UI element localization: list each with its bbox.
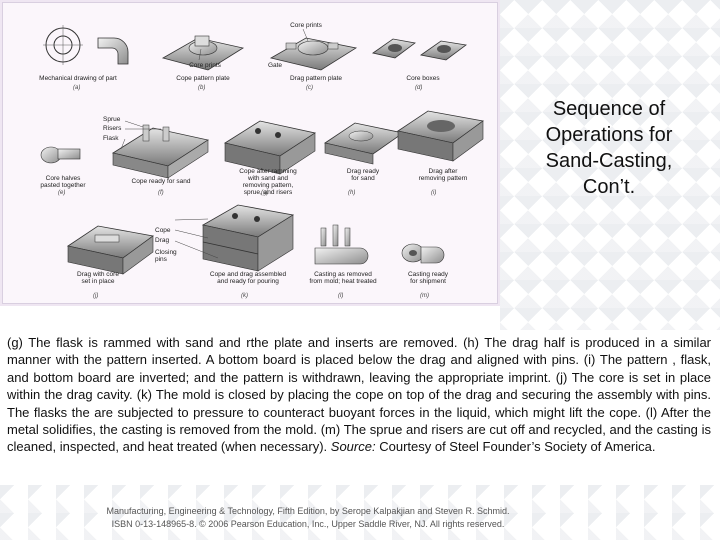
- label-l: Casting as removed from mold; heat treat…: [303, 271, 383, 285]
- letter-h: (h): [348, 190, 355, 196]
- label-j: Drag with core set in place: [63, 271, 133, 285]
- letter-l: (l): [338, 293, 343, 299]
- part-drawing-a: [43, 25, 128, 65]
- drag-removed-i: [398, 111, 483, 161]
- letter-d: (d): [415, 85, 422, 91]
- cope-rammed-g: [225, 121, 315, 174]
- label-c: Drag pattern plate: [271, 75, 361, 82]
- label-c-core-prints: Core prints: [286, 22, 326, 29]
- caption-body: (g) The flask is rammed with sand and rt…: [7, 335, 711, 454]
- core-halves-e: [41, 147, 80, 163]
- core-boxes-d: [373, 39, 466, 60]
- footer: Manufacturing, Engineering & Technology,…: [58, 505, 558, 531]
- letter-a: (a): [73, 85, 80, 91]
- letter-g: (g): [261, 190, 268, 196]
- label-b: Cope pattern plate: [158, 75, 248, 82]
- label-i: Drag after removing pattern: [413, 168, 473, 182]
- letter-m: (m): [420, 293, 429, 299]
- title-line-2: Operations for: [498, 122, 720, 148]
- title-line-4: Con’t.: [498, 174, 720, 200]
- slide-title: Sequence of Operations for Sand-Casting,…: [498, 96, 720, 200]
- caption-source-label: Source:: [331, 439, 376, 454]
- footer-line-1: Manufacturing, Engineering & Technology,…: [58, 505, 558, 518]
- label-c-gate: Gate: [265, 62, 285, 69]
- letter-e: (e): [58, 190, 65, 196]
- label-k: Cope and drag assembled and ready for po…: [198, 271, 298, 285]
- label-k-cope: Cope: [155, 227, 185, 234]
- letter-j: (j): [93, 293, 98, 299]
- title-line-3: Sand-Casting,: [498, 148, 720, 174]
- drag-ready-h: [325, 123, 403, 164]
- figure-illustrations: [3, 3, 497, 303]
- sand-casting-figure: Mechanical drawing of part Cope pattern …: [2, 2, 498, 304]
- casting-ready-m: [402, 244, 444, 263]
- casting-removed-l: [315, 225, 368, 264]
- label-f-sprue: Sprue: [103, 116, 133, 123]
- letter-f: (f): [158, 190, 164, 196]
- label-f: Cope ready for sand: [121, 178, 201, 185]
- label-d: Core boxes: [388, 75, 458, 82]
- cope-drag-assembled-k: [203, 205, 293, 271]
- label-k-drag: Drag: [155, 237, 185, 244]
- caption-source-text: Courtesy of Steel Founder’s Society of A…: [379, 439, 655, 454]
- title-line-1: Sequence of: [498, 96, 720, 122]
- label-k-pins: Closing pins: [155, 249, 185, 263]
- drag-with-core-j: [68, 226, 153, 274]
- label-m: Casting ready for shipment: [398, 271, 458, 285]
- caption-text: (g) The flask is rammed with sand and rt…: [7, 334, 711, 456]
- label-b-core-prints: Core prints: [185, 62, 225, 69]
- letter-i: (i): [431, 190, 436, 196]
- label-f-risers: Risers: [103, 125, 133, 132]
- letter-c: (c): [306, 85, 313, 91]
- footer-line-2: ISBN 0-13-148965-8. © 2006 Pearson Educa…: [58, 518, 558, 531]
- letter-k: (k): [241, 293, 248, 299]
- cope-ready-f: [113, 125, 208, 178]
- label-f-flask: Flask: [103, 135, 133, 142]
- letter-b: (b): [198, 85, 205, 91]
- label-a: Mechanical drawing of part: [28, 75, 128, 82]
- label-e: Core halves pasted together: [33, 175, 93, 189]
- label-h: Drag ready for sand: [338, 168, 388, 182]
